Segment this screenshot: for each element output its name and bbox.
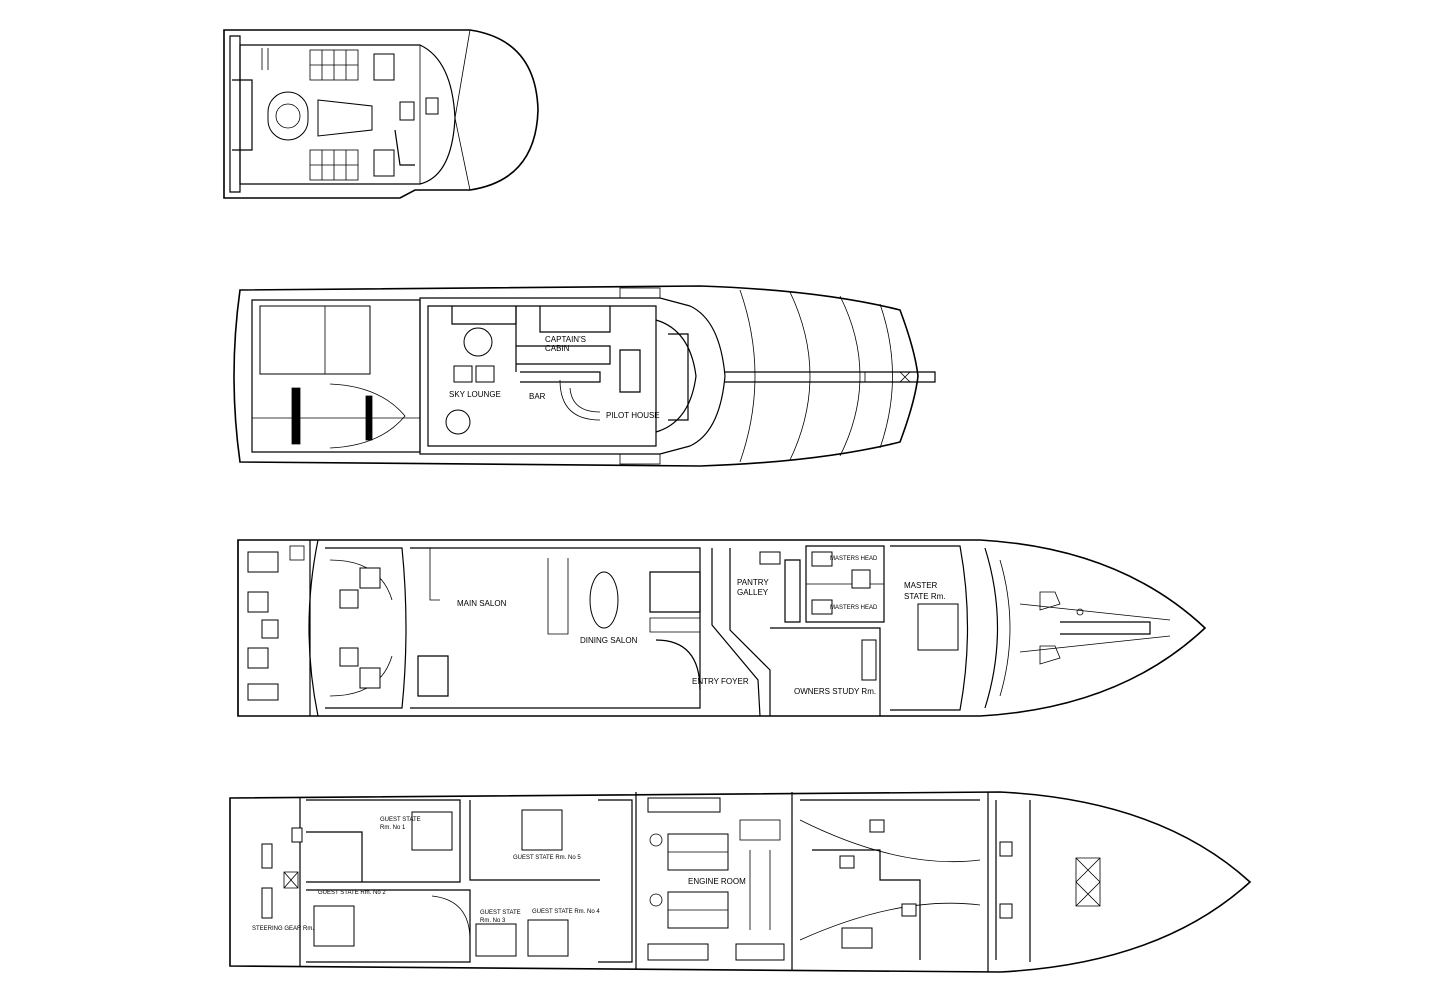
- captains-cabin-label-1: CAPTAIN'S: [545, 335, 586, 344]
- bar-label: BAR: [529, 392, 546, 401]
- pilot-house-label: PILOT HOUSE: [606, 411, 660, 420]
- pantry-label: PANTRY: [737, 578, 769, 587]
- master-state-label-1: MASTER: [904, 581, 938, 590]
- guest-room-1-label-2: Rm. No 1: [380, 825, 406, 831]
- masters-head-label-1: MASTERS HEAD: [830, 556, 878, 562]
- guest-room-1-label-1: GUEST STATE: [380, 817, 421, 823]
- guest-room-3-label-1: GUEST STATE: [480, 910, 521, 916]
- guest-room-2-label: GUEST STATE Rm. No 2: [318, 890, 386, 896]
- steering-gear-label: STEERING GEAR Rm.: [252, 926, 314, 932]
- masters-head-label-2: MASTERS HEAD: [830, 605, 878, 611]
- galley-label: GALLEY: [737, 588, 769, 597]
- master-state-label-2: STATE Rm.: [904, 592, 945, 601]
- guest-room-4-label: GUEST STATE Rm. No 4: [532, 909, 600, 915]
- guest-room-5-label: GUEST STATE Rm. No 5: [513, 855, 581, 861]
- sun-deck-plan: [223, 29, 539, 199]
- guest-room-3-label-2: Rm. No 3: [480, 918, 506, 924]
- dining-salon-label: DINING SALON: [580, 636, 638, 645]
- sky-lounge-label: SKY LOUNGE: [449, 390, 501, 399]
- entry-foyer-label: ENTRY FOYER: [692, 677, 749, 686]
- lower-deck-plan: [229, 791, 1252, 973]
- main-salon-label: MAIN SALON: [457, 599, 507, 608]
- bridge-deck-plan: [233, 285, 936, 467]
- main-deck-plan: [237, 539, 1207, 717]
- owners-study-label: OWNERS STUDY Rm.: [794, 687, 876, 696]
- engine-room-label: ENGINE ROOM: [688, 877, 746, 886]
- captains-cabin-label-2: CABIN: [545, 344, 570, 353]
